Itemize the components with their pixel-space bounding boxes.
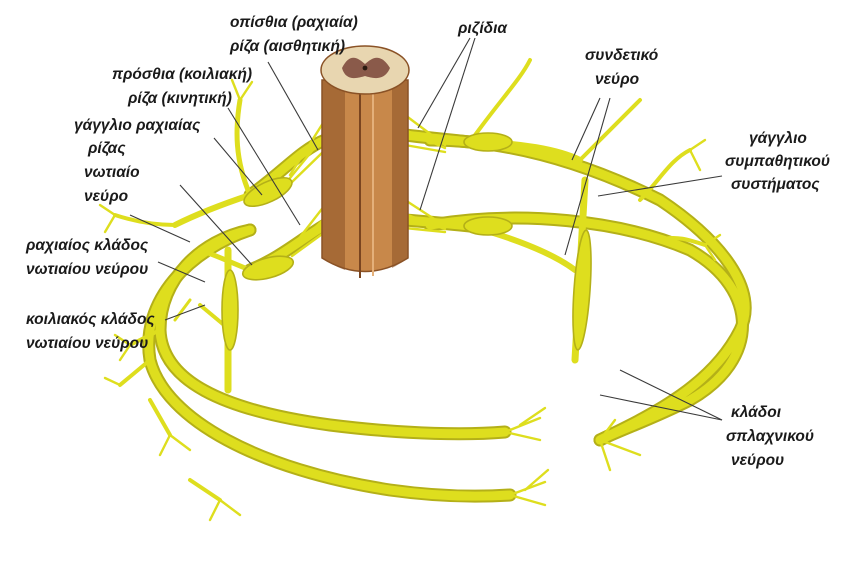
ganglia <box>221 132 592 351</box>
diagram-labels: οπίσθια (ραχιαία) ρίζα (αισθητική) πρόσθ… <box>25 14 834 469</box>
rootlets-fans <box>98 58 722 522</box>
label-posterior-root: οπίσθια (ραχιαία) ρίζα (αισθητική) <box>229 14 362 55</box>
spinal-cord-segment <box>320 45 410 278</box>
label-splanchnic-branches: κλάδοι σπλαχνικού νεύρου <box>726 404 818 469</box>
label-dorsal-ramus: ραχιαίος κλάδος νωτιαίου νεύρου <box>25 237 152 278</box>
label-spinal-nerve: νωτιαίο νεύρο <box>84 164 144 205</box>
label-ventral-ramus: κοιλιακός κλάδος νωτιαίου νεύρου <box>26 311 159 352</box>
label-dorsal-root-ganglion: γάγγλιο ραχιαίας ρίζας <box>74 117 205 157</box>
nerve-network <box>98 58 752 522</box>
label-sympathetic-ganglion: γάγγλιο συμπαθητικού συστήματος <box>725 130 834 193</box>
label-rootlets: ριζίδια <box>457 20 508 37</box>
leader-lines <box>129 37 723 421</box>
label-anterior-root: πρόσθια (κοιλιακή) ρίζα (κινητική) <box>112 66 256 107</box>
label-connective-nerve: συνδετικό νεύρο <box>585 47 663 88</box>
